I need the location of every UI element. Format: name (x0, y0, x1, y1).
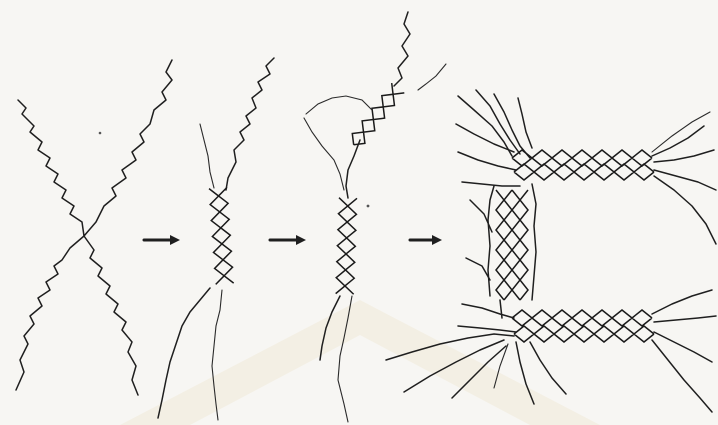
chain-e-top (394, 12, 410, 86)
arrow-2 (270, 235, 306, 245)
chain-b (16, 60, 172, 390)
watermark (120, 300, 600, 425)
helix-bundle-vertical (496, 190, 528, 300)
chain-g-left (304, 118, 344, 190)
helix-zone-2a (347, 83, 404, 150)
helix-bundle-bottom (512, 310, 654, 342)
chain-d-upper (200, 124, 214, 188)
stage-separate-chains (16, 60, 172, 395)
arrow-3 (410, 235, 442, 245)
chain-g-top (306, 96, 372, 114)
helix-zone-1 (209, 187, 234, 284)
chain-f-top (418, 64, 446, 90)
chain-c-upper (226, 58, 274, 190)
helix-bundle-top (512, 150, 654, 180)
chain-e-mid (346, 140, 360, 198)
helix-zone-2b (336, 198, 357, 295)
arrow-1 (144, 235, 180, 245)
chain-a (18, 100, 138, 395)
